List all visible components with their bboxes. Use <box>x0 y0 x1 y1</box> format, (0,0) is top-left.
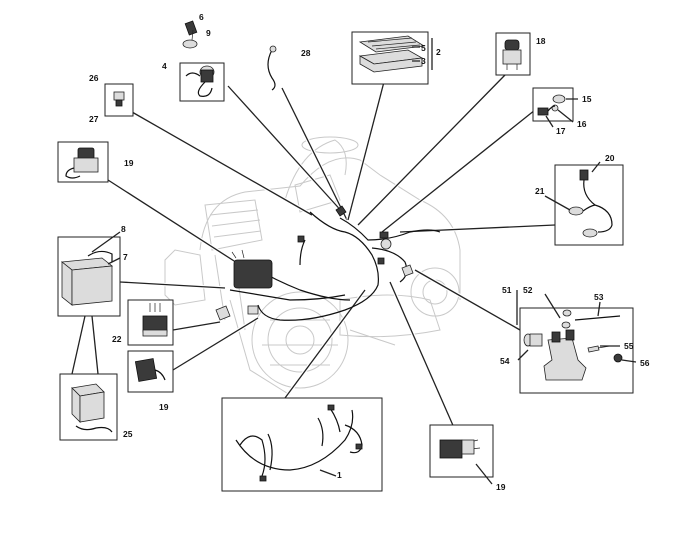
callout-labels: 1 2 3 4 5 6 7 8 9 15 16 17 18 19 19 19 2… <box>89 12 650 492</box>
box-main-harness <box>221 397 383 492</box>
callout-52: 52 <box>523 285 533 295</box>
callout-2: 2 <box>436 47 441 57</box>
tractor-outline <box>164 136 461 396</box>
leader-lines <box>71 73 556 431</box>
callout-20: 20 <box>605 153 615 163</box>
callout-8: 8 <box>121 224 126 234</box>
callout-1: 1 <box>337 470 342 480</box>
rocker-switch-icon <box>502 39 522 70</box>
charger-icon <box>71 383 113 433</box>
pto-switch-icon <box>134 358 166 382</box>
callout-22: 22 <box>112 334 122 344</box>
main-harness <box>215 205 441 321</box>
callout-21: 21 <box>535 186 545 196</box>
callout-25: 25 <box>123 429 133 439</box>
callout-6: 6 <box>199 12 204 22</box>
callout-3: 3 <box>421 56 426 66</box>
callout-19-bottom: 19 <box>496 482 506 492</box>
cable-icon <box>267 45 277 91</box>
box-switch-19-middle <box>127 350 174 393</box>
callout-28: 28 <box>301 48 311 58</box>
callout-4: 4 <box>162 61 167 71</box>
sensor-icon <box>537 94 566 116</box>
callout-27: 27 <box>89 114 99 124</box>
callout-7: 7 <box>123 252 128 262</box>
callout-9: 9 <box>206 28 211 38</box>
solenoid-icon <box>523 309 623 381</box>
relay-icon <box>142 303 168 337</box>
callout-56: 56 <box>640 358 650 368</box>
ignition-switch-icon <box>185 65 215 97</box>
callout-5: 5 <box>421 43 426 53</box>
harness-loom-icon <box>235 404 363 482</box>
callout-53: 53 <box>594 292 604 302</box>
callout-15: 15 <box>582 94 592 104</box>
fuse-icon <box>113 91 125 107</box>
callout-51: 51 <box>502 285 512 295</box>
callout-18: 18 <box>536 36 546 46</box>
callout-19-middle: 19 <box>159 402 169 412</box>
fuse-box-icon <box>358 35 426 73</box>
callout-19-top: 19 <box>124 158 134 168</box>
headlight-bulbs-icon <box>568 169 613 238</box>
callout-16: 16 <box>577 119 587 129</box>
callout-55: 55 <box>624 341 634 351</box>
callout-54: 54 <box>500 356 510 366</box>
seat-switch-icon <box>65 147 99 179</box>
callout-26: 26 <box>89 73 99 83</box>
battery-icon <box>60 250 114 306</box>
callout-17: 17 <box>556 126 566 136</box>
ignition-key-icon <box>182 20 198 49</box>
brake-switch-icon <box>439 439 481 459</box>
box-sensor-kit <box>532 87 574 122</box>
